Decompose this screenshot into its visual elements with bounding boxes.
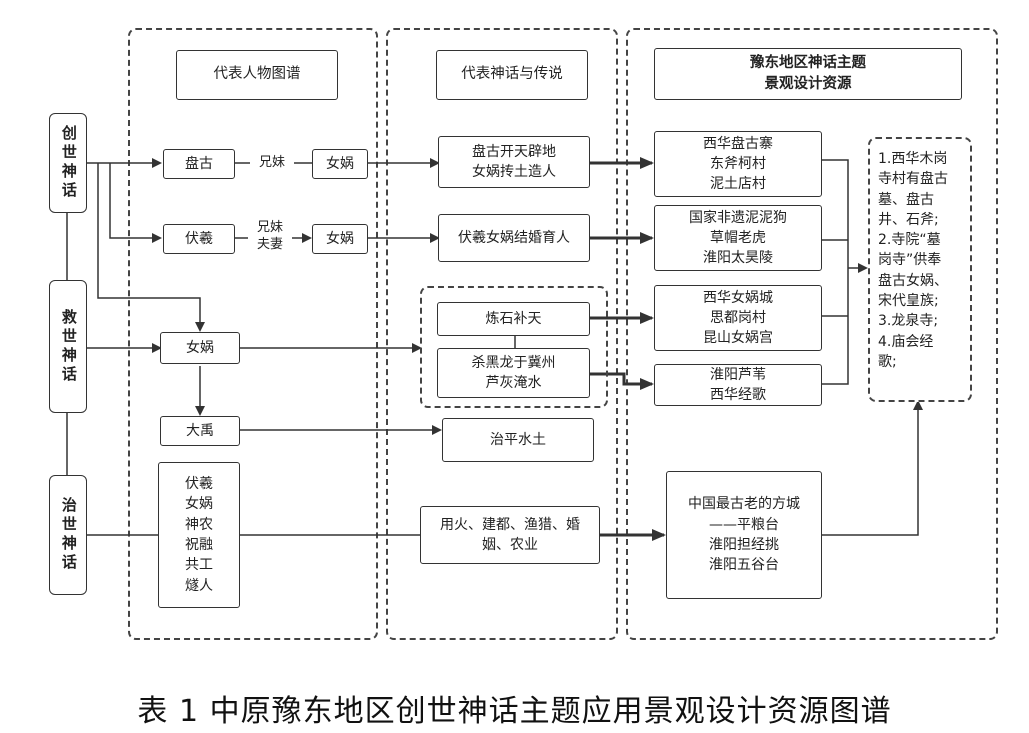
figure-pangu: 盘古	[163, 149, 235, 179]
myth-creation: 盘古开天辟地 女娲抟土造人	[438, 136, 590, 188]
link-creation-nuwa	[97, 163, 205, 332]
figure-fuxi: 伏羲	[163, 224, 235, 254]
relation-siblings: 兄妹	[250, 155, 294, 172]
resource-taihao: 国家非遗泥泥狗 草帽老虎 淮阳太昊陵	[654, 205, 822, 271]
header-resources: 豫东地区神话主题 景观设计资源	[654, 48, 962, 100]
myth-flood: 治平水土	[442, 418, 594, 462]
figure-nuwa-spouse: 女娲	[312, 224, 368, 254]
myth-mending-sky: 炼石补天	[437, 302, 590, 336]
era-governance: 治世神话	[49, 475, 87, 595]
era-salvation: 救世神话	[49, 280, 87, 413]
myth-marriage: 伏羲女娲结婚育人	[438, 214, 590, 262]
resource-nuwa-city: 西华女娲城 思都岗村 昆山女娲宫	[654, 285, 822, 351]
myths-column	[386, 28, 618, 640]
figure-caption: 表 1 中原豫东地区创世神话主题应用景观设计资源图谱	[137, 694, 892, 729]
bus-resources-notes	[822, 159, 849, 385]
figure-nuwa-sibling: 女娲	[312, 149, 368, 179]
myth-group-frame	[420, 286, 608, 408]
figure-group: 伏羲 女娲 神农 祝融 共工 燧人	[158, 462, 240, 608]
header-myths: 代表神话与传说	[436, 50, 588, 100]
resource-pangu: 西华盘古寨 东斧柯村 泥土店村	[654, 131, 822, 197]
resource-pingliangtai: 中国最古老的方城 ——平粮台 淮阳担经挑 淮阳五谷台	[666, 471, 822, 599]
link-creation-fuxi	[109, 163, 162, 243]
resources-column	[626, 28, 998, 640]
myth-black-dragon: 杀黑龙于冀州 芦灰淹水	[437, 348, 590, 398]
relation-sibling-spouses: 兄妹 夫妻	[248, 220, 292, 254]
header-figures: 代表人物图谱	[176, 50, 338, 100]
era-creation: 创世神话	[49, 113, 87, 213]
figures-column	[128, 28, 378, 640]
figure-dayu: 大禹	[160, 416, 240, 446]
resource-reeds: 淮阳芦苇 西华经歌	[654, 364, 822, 406]
figure-nuwa: 女娲	[160, 332, 240, 364]
notes-panel: 1.西华木岗 寺村有盘古 墓、盘古 井、石斧; 2.寺院“墓 岗寺”供奉 盘古女…	[868, 137, 972, 402]
link-r5-notes	[822, 400, 923, 536]
myth-civilization: 用火、建都、渔猎、婚 姻、农业	[420, 506, 600, 564]
